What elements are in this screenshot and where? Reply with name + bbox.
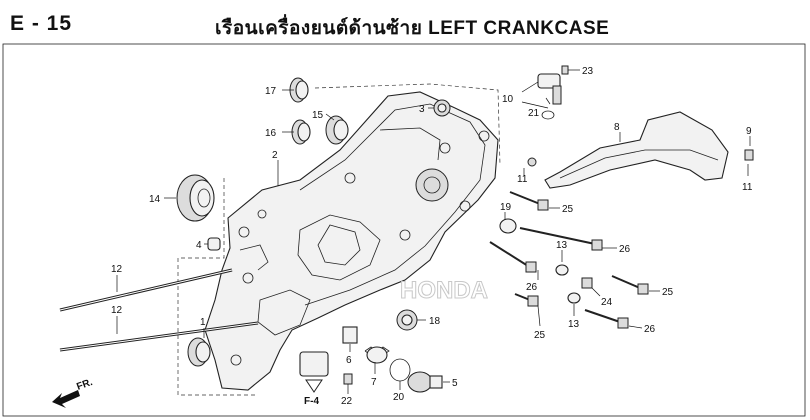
- callout-5: 5: [452, 378, 458, 389]
- cover-8: [527, 111, 754, 189]
- callout-12b: 12: [111, 305, 123, 316]
- seal-18: [396, 309, 418, 331]
- front-arrow-icon: [52, 390, 80, 408]
- callout-11a: 11: [517, 174, 528, 185]
- diagram-frame: [2, 43, 806, 417]
- bearing-1: [187, 337, 211, 367]
- callout-21: 21: [528, 108, 540, 119]
- callout-23: 23: [582, 66, 594, 77]
- callout-13b: 13: [568, 319, 580, 330]
- callout-13a: 13: [556, 240, 568, 251]
- callout-10: 10: [502, 94, 514, 105]
- bolts-right: [489, 191, 649, 329]
- callout-25a: 25: [562, 204, 574, 215]
- callout-17: 17: [265, 86, 277, 97]
- sensor-21: [537, 65, 569, 120]
- callout-18: 18: [429, 316, 441, 327]
- bearing-17: [289, 77, 309, 103]
- front-label: FR.: [75, 377, 94, 393]
- callout-3: 3: [419, 104, 425, 115]
- callout-14: 14: [149, 194, 161, 205]
- callout-6: 6: [346, 355, 352, 366]
- callout-labels: 17 16 15 2 3 14 4 1 12 12 18 6 7 20 5 22…: [75, 66, 753, 407]
- callout-19: 19: [500, 202, 512, 213]
- callout-9: 9: [746, 126, 752, 137]
- callout-2: 2: [272, 150, 278, 161]
- bearing-14: [176, 174, 215, 222]
- callout-8: 8: [614, 122, 620, 133]
- watermark-text: HONDA: [400, 277, 488, 304]
- callout-25b: 25: [662, 287, 674, 298]
- dowel-4: [207, 237, 221, 251]
- callout-24: 24: [601, 297, 613, 308]
- callout-4: 4: [196, 240, 202, 251]
- stud-bolts: [59, 268, 259, 352]
- callout-20: 20: [393, 392, 405, 403]
- callout-1: 1: [200, 317, 206, 328]
- callout-7: 7: [371, 377, 377, 388]
- section-code: E - 15: [10, 12, 73, 35]
- callout-11b: 11: [742, 182, 753, 193]
- group-outline: [177, 178, 255, 396]
- leader-lines: [116, 69, 751, 394]
- callout-26c: 26: [644, 324, 656, 335]
- bearing-16: [291, 119, 311, 145]
- callout-15: 15: [312, 110, 324, 121]
- callout-26b: 26: [526, 282, 538, 293]
- callout-12a: 12: [111, 264, 123, 275]
- callout-22: 22: [341, 396, 353, 407]
- bearing-15: [325, 115, 349, 145]
- ref-f4: F-4: [304, 396, 319, 407]
- page-title: เรือนเครื่องยนต์ด้านซ้าย LEFT CRANKCASE: [215, 18, 610, 39]
- group-outline: [314, 83, 501, 166]
- crankcase-body: [204, 91, 499, 391]
- callout-16: 16: [265, 128, 277, 139]
- callout-26a: 26: [619, 244, 631, 255]
- page-header: E - 15 เรือนเครื่องยนต์ด้านซ้าย LEFT CRA…: [0, 0, 810, 44]
- callout-25c: 25: [534, 330, 546, 341]
- seal-3: [433, 99, 451, 117]
